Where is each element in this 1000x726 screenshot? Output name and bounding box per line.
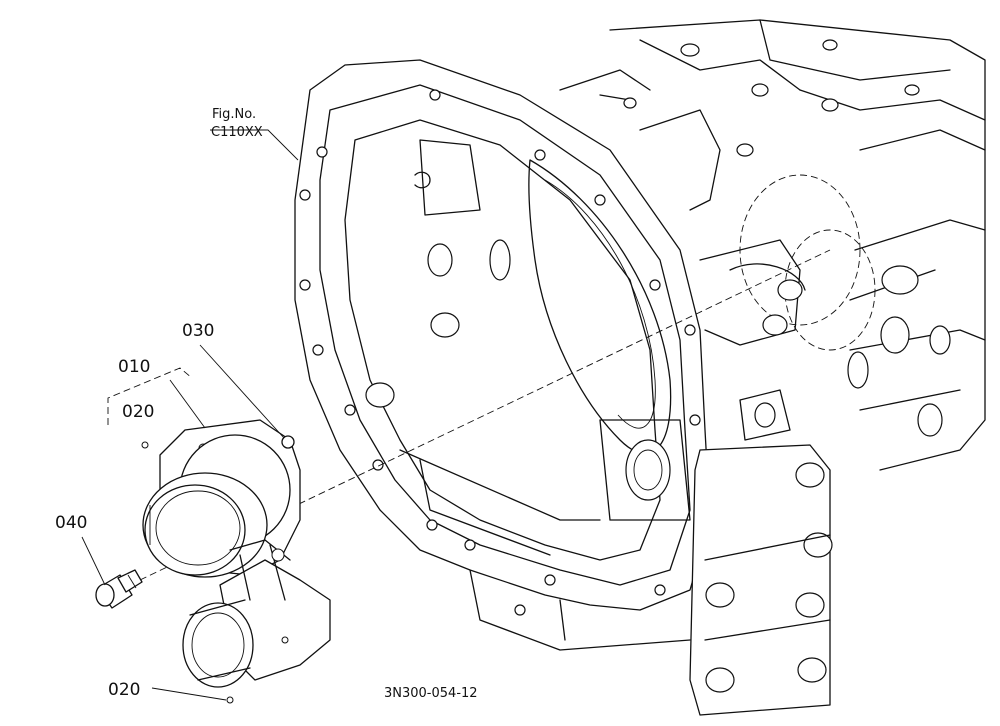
bolt-drawing xyxy=(95,569,143,609)
callout-leaders xyxy=(81,129,299,701)
o-ring-drawing xyxy=(281,435,295,449)
transmission-housing-drawing xyxy=(294,19,986,716)
cover-assembly-drawing xyxy=(142,419,331,688)
figure-ref-line1: Fig.No. xyxy=(212,107,256,122)
pin-upper-marker xyxy=(141,441,149,449)
callout-030: 030 xyxy=(182,321,214,341)
drawing-code: 3N300-054-12 xyxy=(384,686,478,701)
callout-010: 010 xyxy=(118,357,150,377)
callout-040: 040 xyxy=(55,513,87,533)
callout-020-upper: 020 xyxy=(122,402,154,422)
figure-ref-line2: C110XX xyxy=(211,125,263,140)
callout-020-lower: 020 xyxy=(108,680,140,700)
pin-lower-marker xyxy=(226,696,234,704)
